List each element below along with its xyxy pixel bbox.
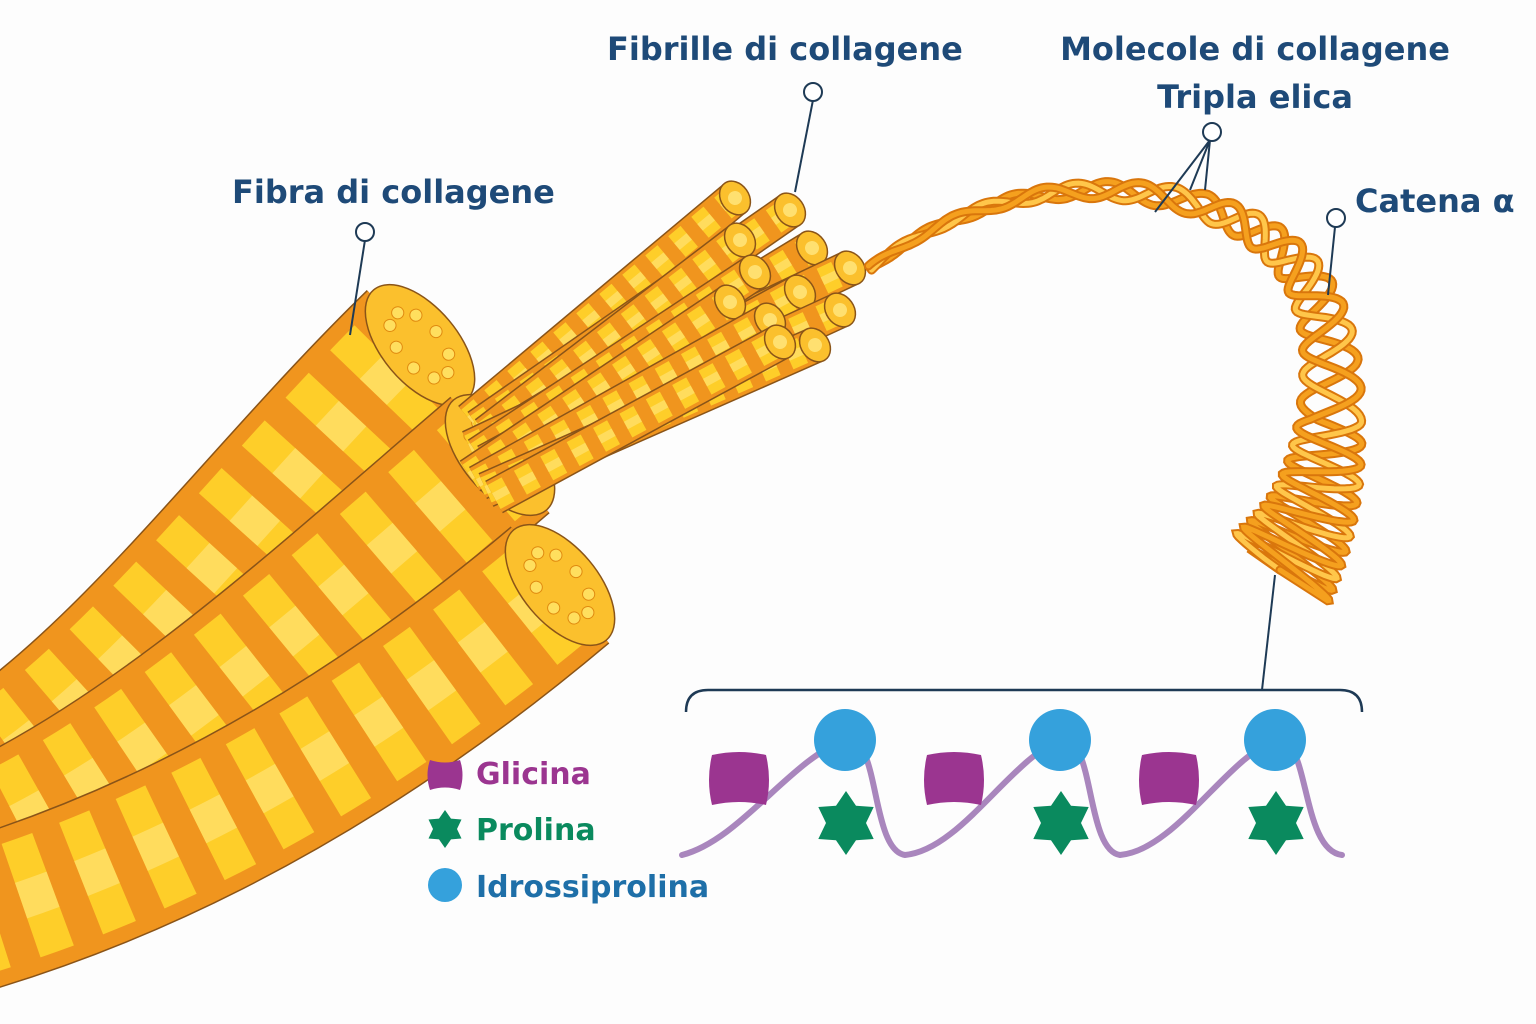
fibril-12 (485, 324, 797, 514)
peptide-backbone (679, 736, 1345, 859)
label-molecules: Molecole di collagene (1060, 30, 1450, 68)
zoom-leader (1261, 574, 1276, 691)
alpha-leader (1327, 226, 1336, 296)
legend-item-hydroxyproline: Idrossiprolina (428, 868, 709, 905)
legend-label-hydroxyproline: Idrossiprolina (476, 870, 709, 905)
collagen-fibrils (458, 180, 867, 514)
legend-item-proline: Prolina (428, 810, 596, 848)
leader-lines (349, 82, 1346, 691)
proline-residue-2 (1033, 791, 1089, 855)
glycine-residue-2 (924, 752, 984, 805)
proline-icon (428, 810, 462, 848)
legend-label-glycine: Glicina (476, 757, 591, 792)
hydroxyproline-residue-1 (814, 709, 876, 771)
collagen-fibers (0, 283, 616, 988)
legend: Glicina Prolina Idrossiprolina (427, 757, 709, 905)
zoom-bracket (684, 688, 1364, 713)
fiber-2 (0, 393, 556, 916)
fiber-leader-dot (355, 222, 375, 242)
fibrils-leader-dot (803, 82, 823, 102)
glycine-residue-1 (709, 752, 769, 805)
proline-residue-3 (1248, 791, 1304, 855)
hydroxyproline-residue-3 (1244, 709, 1306, 771)
fiber-3 (0, 523, 616, 988)
glycine-residue-3 (1139, 752, 1199, 805)
helix-leader-1 (1154, 139, 1211, 213)
helix-leader-3 (1204, 139, 1211, 191)
alpha-chain-strand-3 (865, 180, 1364, 604)
hydroxyproline-residue-2 (1029, 709, 1091, 771)
label-triple-helix: Tripla elica (1157, 78, 1353, 116)
label-fibrils: Fibrille di collagene (607, 30, 963, 68)
legend-label-proline: Prolina (476, 813, 596, 848)
fiber-leader (349, 239, 366, 336)
hydroxyproline-icon (428, 868, 462, 902)
label-alpha-chain: Catena α (1355, 182, 1515, 220)
legend-item-glycine: Glicina (427, 757, 591, 792)
proline-residue-1 (818, 791, 874, 855)
helix-leader-dot (1202, 122, 1222, 142)
fibrils-leader (794, 99, 814, 193)
alpha-leader-dot (1326, 208, 1346, 228)
helix-leader-2 (1189, 139, 1211, 191)
label-fiber: Fibra di collagene (232, 173, 555, 211)
amino-acid-sequence (679, 709, 1345, 859)
triple-helix (863, 177, 1367, 606)
glycine-icon (427, 760, 463, 790)
